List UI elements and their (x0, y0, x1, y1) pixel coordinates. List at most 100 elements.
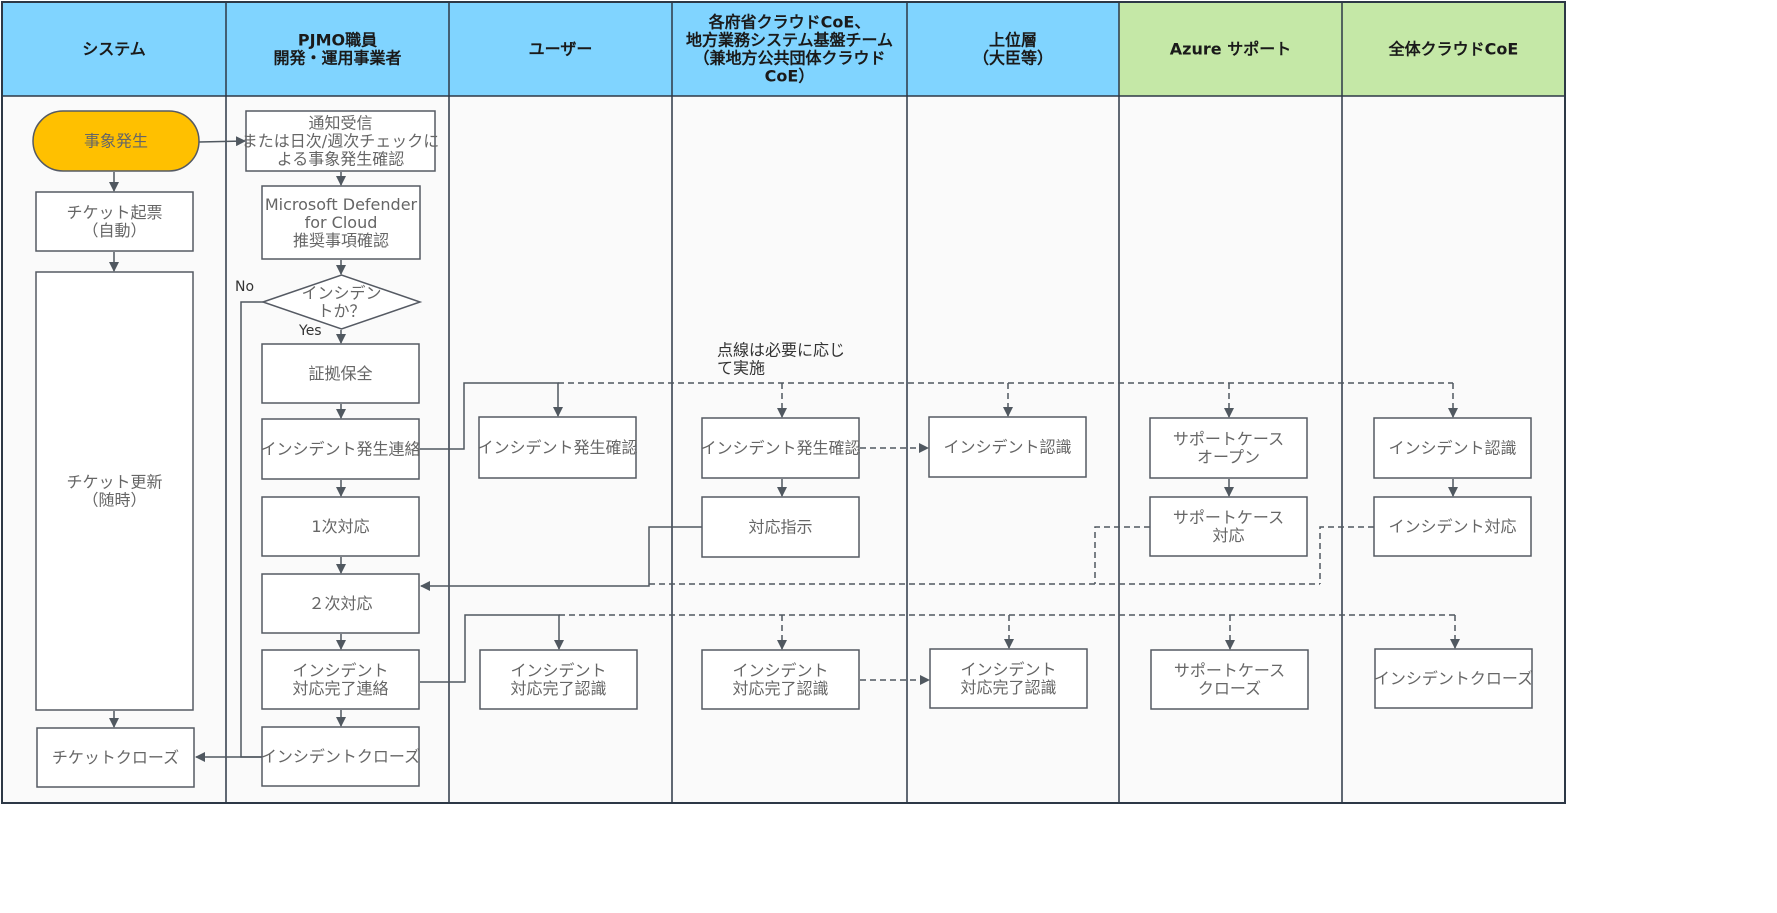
node-label: インシデント認識 (943, 438, 1071, 457)
lane-title-coe: CoE） (765, 67, 815, 86)
lane-header-pjmo (226, 2, 449, 96)
node-label: インシデント (732, 661, 828, 680)
node-label: チケットクローズ (52, 748, 179, 767)
node-label: インシデントクローズ (1374, 669, 1533, 688)
node-label: トか？ (317, 302, 365, 321)
node-label: インシデント認識 (1388, 439, 1516, 458)
node-label: チケット更新 (66, 473, 162, 492)
dashed-line-note: て実施 (717, 359, 765, 378)
lane-title-coe: 各府省クラウドCoE、 (708, 13, 871, 32)
process-box (701, 496, 860, 558)
process-box (261, 649, 420, 710)
node-label: 1次対応 (311, 517, 369, 536)
process-box (701, 417, 860, 479)
process-box (36, 727, 195, 788)
node-label: よる事象発生確認 (277, 150, 405, 169)
process-box (1150, 649, 1309, 710)
node-label: （随時） (82, 491, 146, 510)
process-box (1373, 496, 1532, 557)
connector (1094, 526, 1150, 584)
process-box (928, 416, 1087, 478)
node-second: ２次対応 (261, 573, 420, 634)
node-label: オープン (1197, 448, 1260, 467)
node-label: クローズ (1198, 679, 1261, 698)
process-box (261, 185, 421, 260)
process-box (1373, 417, 1532, 479)
node-ticket-open: チケット起票（自動） (35, 191, 194, 252)
node-label: ２次対応 (308, 594, 372, 613)
node-label: インシデント対応 (1388, 517, 1516, 536)
lane-header-azure (1119, 2, 1342, 96)
node-label: （自動） (82, 221, 146, 240)
dashed-line-note: 点線は必要に応じ (717, 341, 845, 360)
node-label: 対応完了認識 (960, 678, 1056, 697)
node-label: 対応完了認識 (510, 679, 606, 698)
connector-start-notify (198, 136, 246, 147)
lane-title-pjmo: 開発・運用事業者 (273, 49, 401, 68)
label-no: No (235, 279, 254, 295)
lane-title-upper: （大臣等） (973, 49, 1053, 68)
process-box (261, 573, 420, 634)
lane-title-system: システム (82, 40, 146, 59)
process-box (261, 726, 420, 787)
lane-header-allcoe (1342, 2, 1565, 96)
lane-title-azure: Azure サポート (1170, 40, 1291, 59)
node-label: インシデント発生連絡 (260, 440, 420, 459)
process-box (261, 418, 420, 480)
node-ticket-update: チケット更新（随時） (35, 271, 194, 711)
process-box (261, 496, 420, 557)
lane-title-upper: 上位層 (989, 31, 1037, 50)
node-label: 推奨事項確認 (293, 231, 389, 250)
node-label: インシデント (960, 660, 1056, 679)
node-evidence: 証拠保全 (261, 343, 420, 404)
node-label: インシデント (510, 661, 606, 680)
node-label: インシデント (292, 661, 388, 680)
lane-title-user: ユーザー (529, 40, 593, 59)
node-label: 対応完了認識 (732, 679, 828, 698)
node-label: 事象発生 (84, 132, 148, 151)
node-label: または日次/週次チェックに (242, 132, 439, 151)
connectors (109, 136, 1460, 762)
node-allcoe-handle: インシデント対応 (1373, 496, 1532, 557)
node-label: インシデントクローズ (261, 747, 420, 766)
process-box (701, 649, 860, 710)
lane-title-coe: 地方業務システム基盤チーム (686, 31, 893, 50)
process-box (1149, 417, 1308, 479)
connector-complete-user (420, 614, 564, 683)
node-label: 通知受信 (308, 114, 372, 133)
lane-title-allcoe: 全体クラウドCoE (1388, 40, 1519, 59)
connector-instruct-second (420, 526, 702, 591)
lane-header-upper (907, 2, 1119, 96)
lane-title-coe: （兼地方公共団体クラウド (693, 49, 885, 68)
process-box (479, 649, 638, 710)
node-label: インシデント発生確認 (700, 439, 860, 458)
process-box (1149, 496, 1308, 557)
node-coe-instruct: 対応指示 (701, 496, 860, 558)
node-first: 1次対応 (261, 496, 420, 557)
node-label: サポートケース (1173, 430, 1284, 449)
node-label: サポートケース (1174, 661, 1285, 680)
node-label: 対応 (1212, 526, 1244, 545)
node-label: 対応指示 (748, 518, 812, 537)
process-box (929, 648, 1088, 709)
node-start: 事象発生 (32, 110, 200, 172)
process-box (261, 343, 420, 404)
node-label: チケット起票 (66, 203, 162, 222)
node-coe-confirm: インシデント発生確認 (700, 417, 861, 479)
node-report: インシデント発生連絡 (260, 418, 421, 480)
connector (1319, 526, 1374, 584)
node-ticket-close: チケットクローズ (36, 727, 195, 788)
node-pjmo-close: インシデントクローズ (261, 726, 420, 787)
lane-header-system (2, 2, 226, 96)
